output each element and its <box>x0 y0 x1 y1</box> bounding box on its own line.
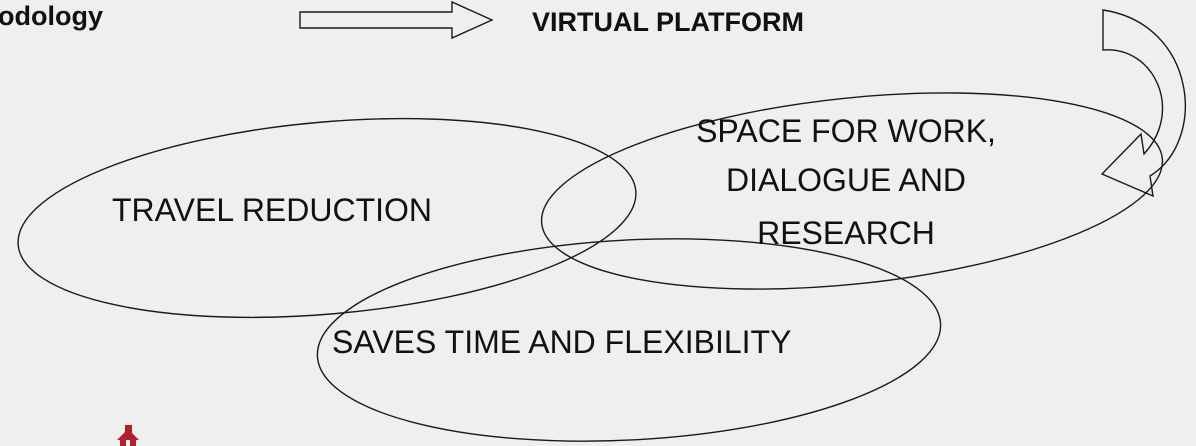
virtual-platform-heading: VIRTUAL PLATFORM <box>532 7 804 37</box>
space-for-work-ellipse <box>540 92 1164 290</box>
space-label-line-3: RESEARCH <box>757 215 935 251</box>
methodology-heading: odology <box>0 1 103 31</box>
saves-time-label: SAVES TIME AND FLEXIBILITY <box>332 324 791 360</box>
house-logo-icon <box>117 425 139 446</box>
forward-arrow-icon <box>299 0 494 40</box>
saves-time-ellipse <box>316 238 942 442</box>
space-label-line-2: DIALOGUE AND <box>726 162 966 198</box>
space-label-line-1: SPACE FOR WORK, <box>696 113 996 149</box>
travel-reduction-label: TRAVEL REDUCTION <box>112 192 432 228</box>
travel-reduction-ellipse <box>17 117 637 319</box>
curved-arrow-icon <box>1100 9 1186 198</box>
